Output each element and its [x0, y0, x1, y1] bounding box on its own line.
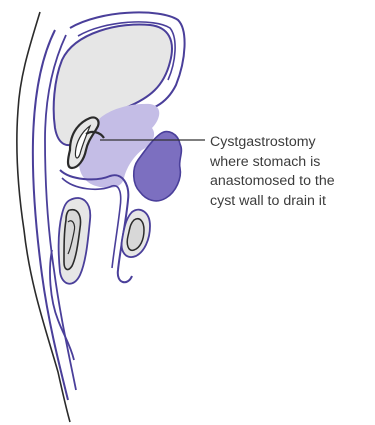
- annotation-line-1: Cystgastrostomy: [210, 133, 372, 153]
- annotation-line-2: where stomach is: [210, 153, 372, 173]
- left-kidney-section: [59, 198, 91, 284]
- annotation-line-4: cyst wall to drain it: [210, 192, 372, 212]
- annotation-line-3: anastomosed to the: [210, 172, 372, 192]
- cystgastrostomy-annotation: Cystgastrostomy where stomach is anastom…: [210, 133, 372, 211]
